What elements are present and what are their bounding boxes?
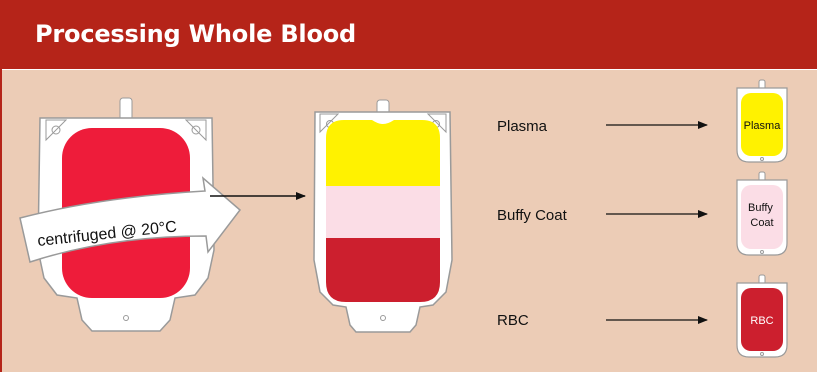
rbc-layer <box>326 238 440 302</box>
bag-bottom-hole <box>761 251 764 254</box>
plasma-layer <box>326 120 440 186</box>
buffy-coat-bag: Buffy Coat <box>737 172 787 255</box>
bag-port <box>120 98 132 120</box>
bag-bottom-hole <box>761 353 764 356</box>
bag-bottom-hole <box>761 158 764 161</box>
component-label-buffy-coat: Buffy Coat <box>497 207 568 224</box>
rbc-bag: RBC <box>737 275 787 357</box>
component-label-plasma: Plasma <box>497 118 548 135</box>
separated-bag <box>314 100 452 332</box>
rbc-bag-label: RBC <box>750 315 773 327</box>
bag-bottom-hole <box>124 316 129 321</box>
buffy-coat-layer <box>326 186 440 238</box>
bag-bottom-hole <box>381 316 386 321</box>
plasma-bag-label: Plasma <box>744 120 782 132</box>
component-label-rbc: RBC <box>497 312 529 329</box>
buffy-coat-bag-label-line2: Coat <box>750 217 773 229</box>
plasma-bag: Plasma <box>737 80 787 162</box>
buffy-coat-bag-label-line1: Buffy <box>748 202 773 214</box>
